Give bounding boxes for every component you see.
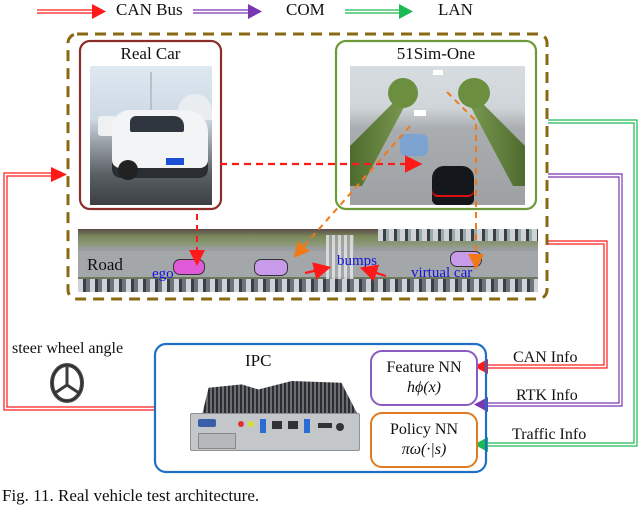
can-connection <box>486 240 608 369</box>
traffic-info-label: Traffic Info <box>512 426 587 443</box>
feature-nn-formula: hϕ(x) <box>406 379 442 396</box>
ipc-device-image <box>184 377 364 457</box>
legend-can-arrow <box>37 4 106 19</box>
simulation-boundary <box>66 32 549 301</box>
legend-com-arrow <box>193 4 262 19</box>
lan-connection <box>486 119 638 447</box>
can-info-label: CAN Info <box>513 349 578 366</box>
ipc-border <box>153 342 488 474</box>
rtk-info-arrowhead <box>474 397 488 412</box>
steer-label: steer wheel angle <box>12 340 124 357</box>
feature-nn-title: Feature NN <box>386 359 462 376</box>
ego-car-icon <box>173 259 205 275</box>
virtual-car-icon-1 <box>254 259 288 276</box>
road-photo <box>78 229 538 292</box>
real-car-panel-border <box>78 39 223 211</box>
traffic-info-arrowhead <box>474 437 488 452</box>
sim-title: 51Sim-One <box>396 44 476 63</box>
sim-panel-border <box>334 39 538 211</box>
steer-connection <box>3 172 155 411</box>
real-car-title: Real Car <box>120 44 181 63</box>
steer-arrowhead <box>51 167 67 182</box>
bumps-label: bumps <box>337 253 378 269</box>
policy-nn-formula: πω(·|s) <box>401 441 447 458</box>
policy-nn-title: Policy NN <box>390 421 458 438</box>
road-label: Road <box>87 255 123 274</box>
steering-wheel-icon <box>50 363 84 403</box>
com-connection <box>486 173 623 407</box>
feature-nn-box: Feature NN hϕ(x) <box>370 350 478 406</box>
real-car-photo <box>90 66 212 205</box>
virtual-car-label: virtual car <box>411 265 473 281</box>
figure-caption: Fig. 11. Real vehicle test architecture. <box>2 486 260 505</box>
can-info-arrowhead <box>474 359 488 374</box>
legend-com-label: COM <box>286 0 325 19</box>
sim-photo <box>350 66 525 205</box>
ipc-title: IPC <box>245 351 272 370</box>
legend-can-label: CAN Bus <box>116 0 183 19</box>
ego-label: ego <box>152 266 174 282</box>
legend-lan-arrow <box>345 4 413 19</box>
policy-nn-box: Policy NN πω(·|s) <box>370 412 478 468</box>
legend-lan-label: LAN <box>438 0 473 19</box>
rtk-info-label: RTK Info <box>516 387 578 404</box>
